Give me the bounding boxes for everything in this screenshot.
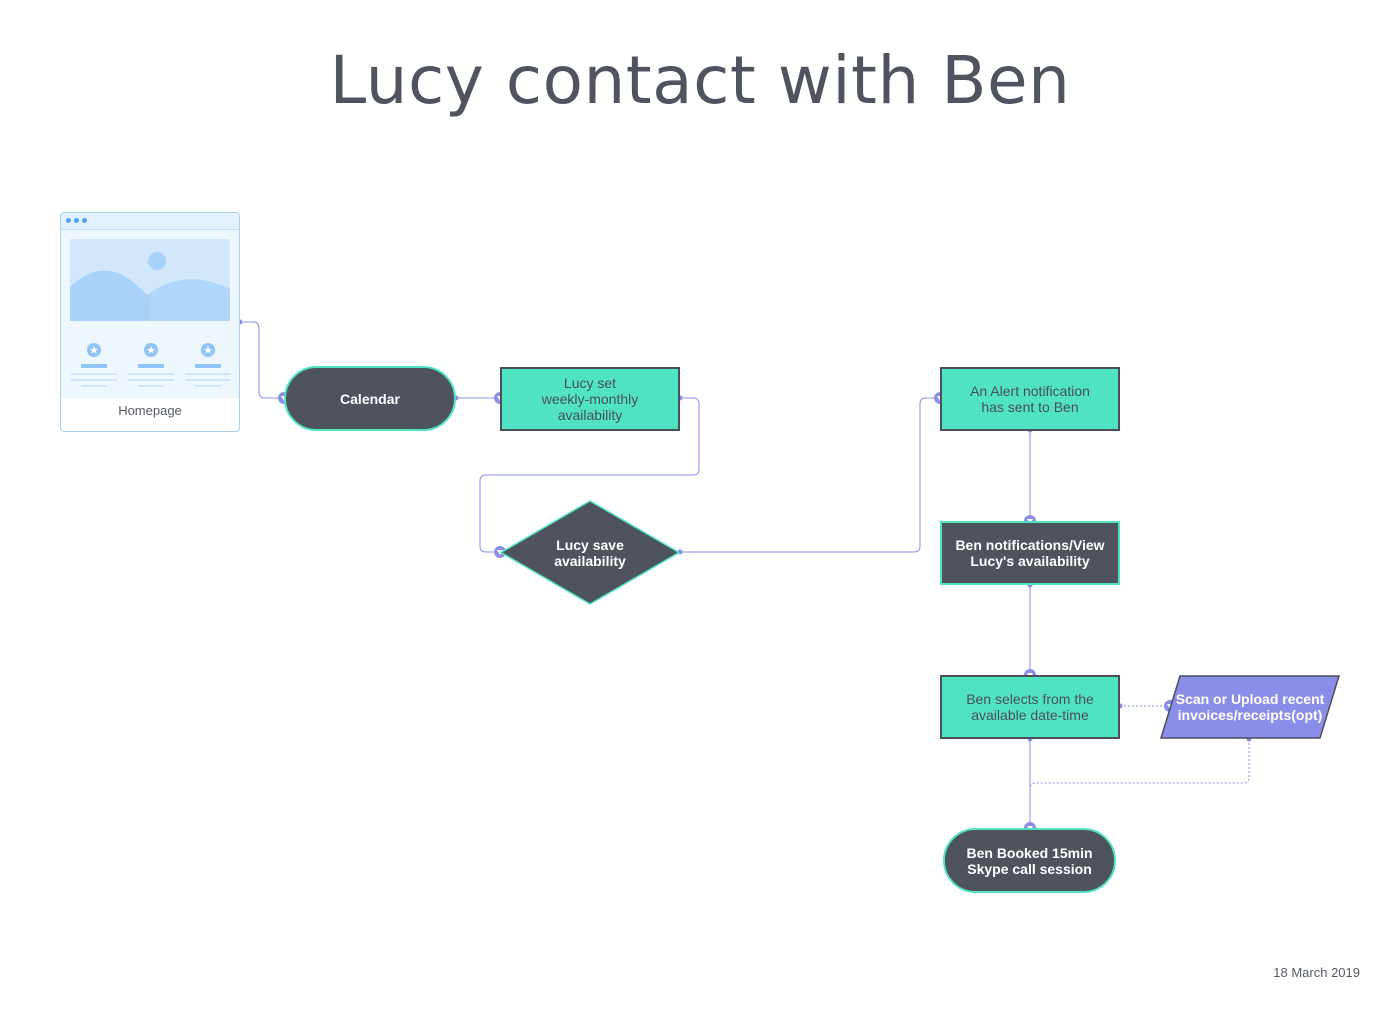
window-dot-icon bbox=[82, 218, 87, 223]
homepage-label: Homepage bbox=[118, 403, 182, 418]
scan-upload-node[interactable]: Scan or Upload recent invoices/receipts(… bbox=[1160, 675, 1340, 739]
feature-columns-icon bbox=[71, 343, 231, 387]
ben-booked-node[interactable]: Ben Booked 15min Skype call session bbox=[943, 828, 1116, 893]
alert-notification-node[interactable]: An Alert notification has sent to Ben bbox=[940, 367, 1120, 431]
window-dot-icon bbox=[66, 218, 71, 223]
browser-bar bbox=[61, 213, 239, 230]
image-placeholder-icon bbox=[70, 239, 230, 321]
scan-upload-label: Scan or Upload recent invoices/receipts(… bbox=[1175, 691, 1325, 723]
ben-selects-node[interactable]: Ben selects from the available date-time bbox=[940, 675, 1120, 739]
arrowheads bbox=[278, 392, 1176, 834]
date-label: 18 March 2019 bbox=[1273, 965, 1360, 980]
window-dot-icon bbox=[74, 218, 79, 223]
homepage-wireframe[interactable]: Homepage bbox=[60, 212, 240, 432]
wireframe-body bbox=[61, 230, 239, 398]
ben-notifications-node[interactable]: Ben notifications/View Lucy's availabili… bbox=[940, 521, 1120, 585]
lucy-save-label: Lucy save availability bbox=[554, 536, 626, 569]
calendar-node[interactable]: Calendar bbox=[284, 366, 456, 431]
lucy-save-decision-node[interactable]: Lucy save availability bbox=[500, 500, 680, 605]
lucy-set-availability-node[interactable]: Lucy set weekly-monthly availability bbox=[500, 367, 680, 431]
parallelogram-shape bbox=[1160, 675, 1340, 739]
page-title: Lucy contact with Ben bbox=[329, 42, 1071, 119]
diamond-shape bbox=[500, 500, 680, 605]
